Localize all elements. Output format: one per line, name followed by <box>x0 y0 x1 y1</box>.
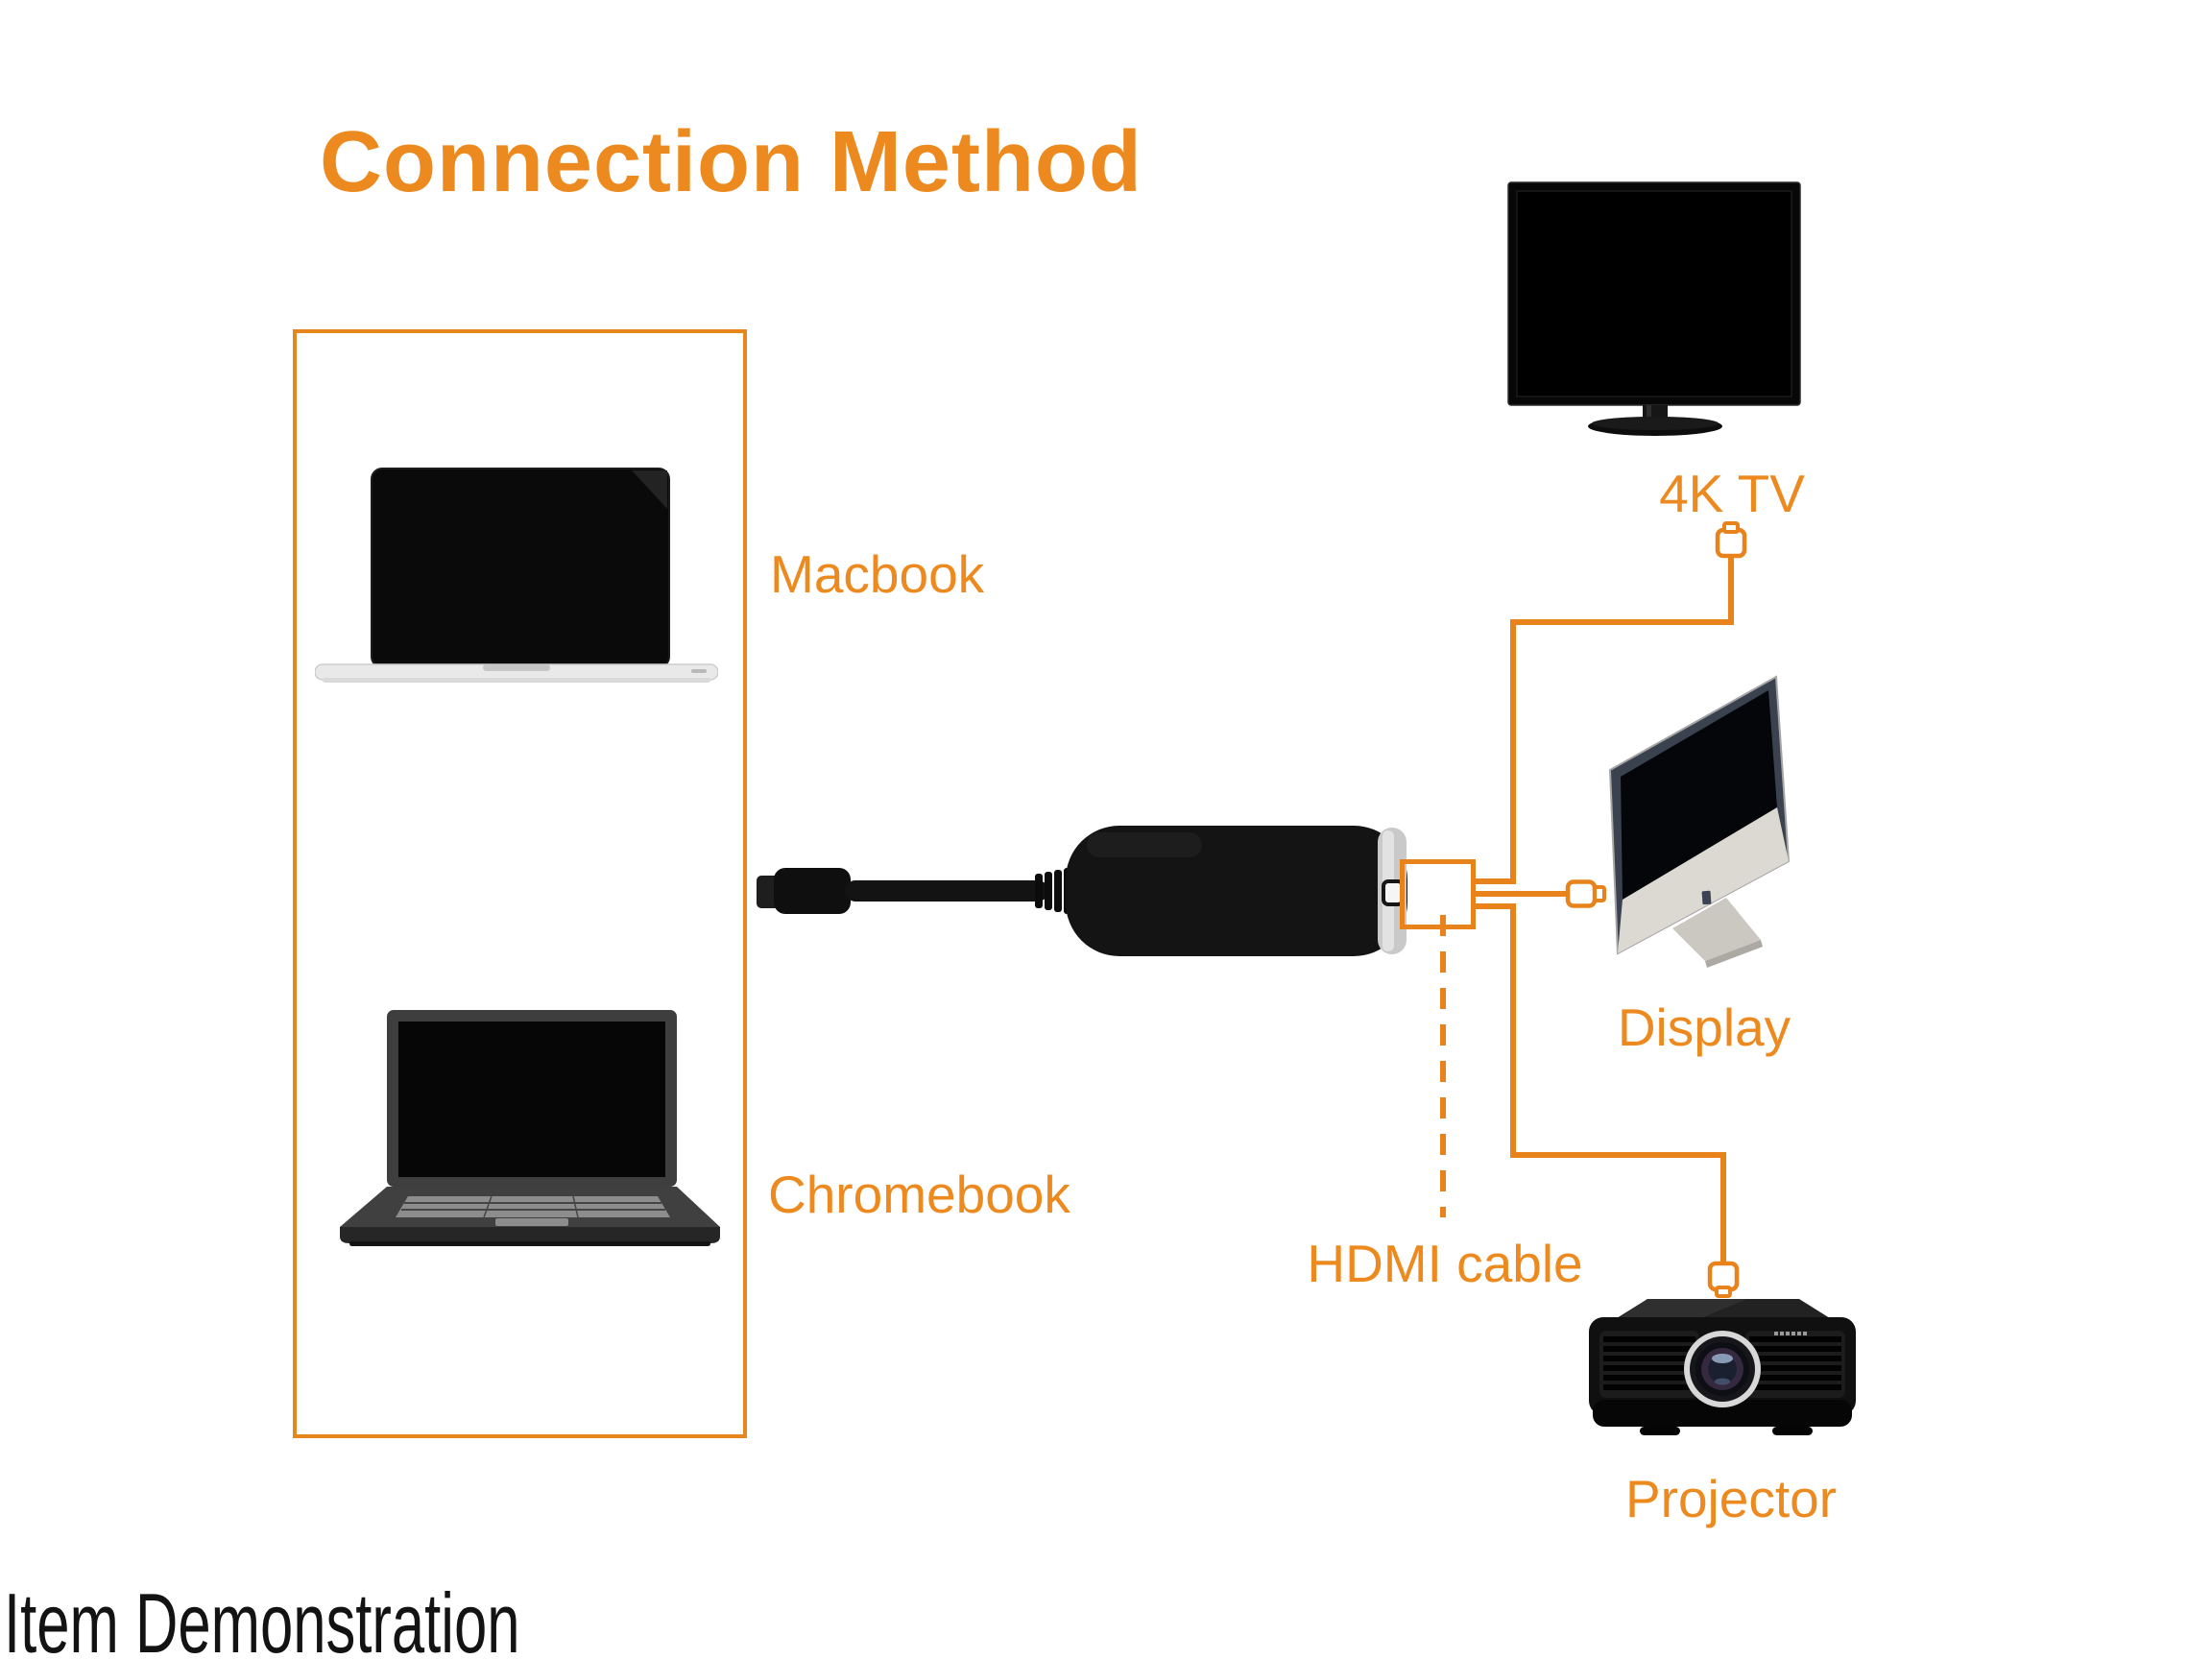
projector-label: Projector <box>1624 1469 1838 1528</box>
line-tv-vertical <box>1510 619 1516 884</box>
source-devices-box <box>293 329 747 1438</box>
line-projector-horizontal <box>1510 1152 1726 1158</box>
projector-illustration <box>1589 1299 1856 1435</box>
line-projector-vertical <box>1510 903 1516 1158</box>
display-illustration <box>1608 675 1791 968</box>
chromebook-illustration <box>340 1010 720 1246</box>
page-title: Connection Method <box>320 114 1142 210</box>
tv-illustration <box>1507 181 1801 436</box>
line-display-stub <box>1474 891 1567 897</box>
hdmi-output-bracket <box>1400 859 1476 929</box>
chromebook-label: Chromebook <box>768 1165 1070 1224</box>
hdmi-cable-label: HDMI cable <box>1307 1234 1583 1293</box>
tv-label: 4K TV <box>1659 464 1805 523</box>
hdmi-plug-down-icon <box>1707 1261 1740 1298</box>
hdmi-plug-right-icon <box>1565 879 1606 908</box>
macbook-illustration <box>315 468 718 683</box>
line-projector-drop <box>1720 1152 1726 1262</box>
hdmi-cable-dashed-line <box>1440 915 1446 1217</box>
item-demonstration-caption: Item Demonstration <box>4 1575 520 1659</box>
projector-brand-dots <box>1774 1332 1807 1335</box>
line-projector-stub <box>1474 903 1516 909</box>
macbook-label: Macbook <box>770 544 985 604</box>
line-tv-drop <box>1728 557 1734 625</box>
adapter-illustration <box>757 826 1407 956</box>
line-tv-stub <box>1474 878 1516 884</box>
display-label: Display <box>1617 998 1791 1057</box>
hdmi-plug-up-icon <box>1715 521 1747 559</box>
line-tv-horizontal <box>1510 619 1734 625</box>
